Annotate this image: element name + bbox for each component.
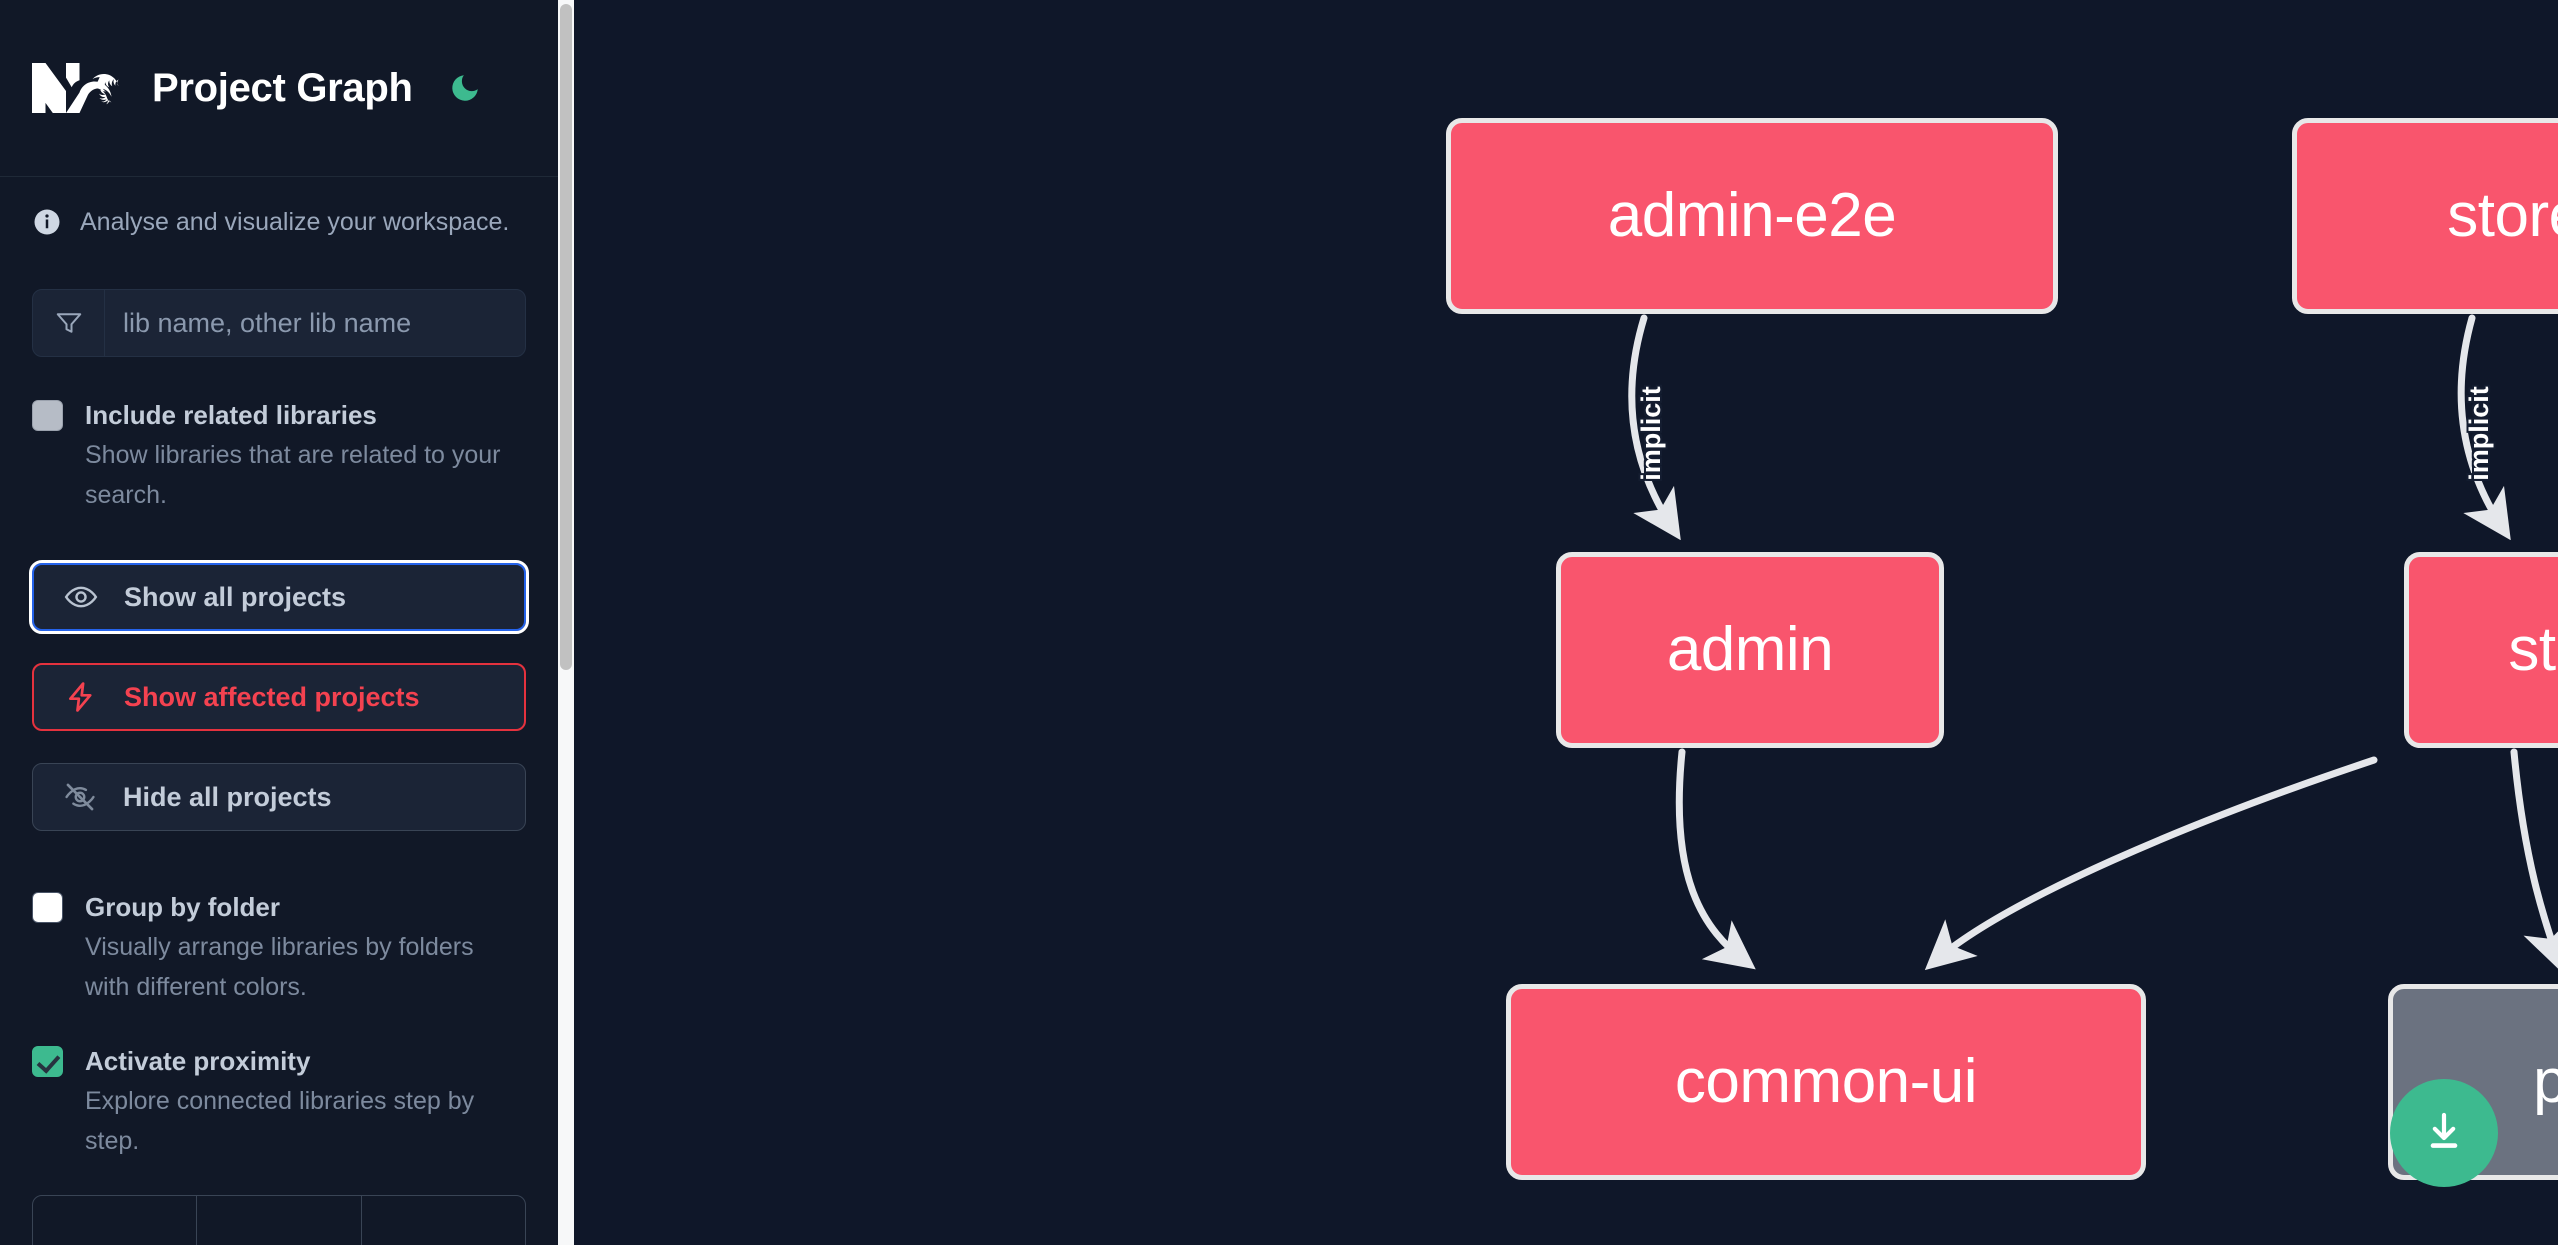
hide-all-projects-label: Hide all projects [123,781,332,812]
checkbox-group-by-folder[interactable]: Group by folder Visually arrange librari… [0,887,558,1007]
checkbox-activate-proximity[interactable]: Activate proximity Explore connected lib… [0,1041,558,1161]
stepper-increase[interactable] [362,1196,525,1245]
show-affected-projects-label: Show affected projects [124,681,420,712]
show-affected-projects-button[interactable]: Show affected projects [32,663,526,731]
graph-canvas[interactable]: implicit implicit admin-e2e store-e2e ad… [574,0,2558,1245]
checkbox-indicator[interactable] [32,1046,63,1077]
funnel-filter-icon [33,290,105,356]
edge-store-to-common-ui [1924,756,2378,971]
node-label: admin-e2e [1607,181,1897,250]
sidebar-scrollbar-thumb[interactable] [560,4,572,670]
node-label: admin [1666,615,1834,684]
sidebar-header: Project Graph [0,0,558,177]
eye-off-icon [61,778,99,816]
checkbox-indicator[interactable] [32,400,63,431]
graph-node-store[interactable]: store [2404,552,2558,748]
graph-node-admin[interactable]: admin [1556,552,1944,748]
checkbox-label: Activate proximity [85,1046,311,1076]
checkbox-description: Explore connected libraries step by step… [85,1087,475,1155]
lightning-bolt-icon [62,678,100,716]
sidebar-scrollbar[interactable] [558,0,574,1245]
sidebar: Project Graph Analyse and visualize yo [0,0,574,1245]
node-label: products [2533,1047,2558,1116]
filter-field[interactable] [32,289,526,357]
workspace-info: Analyse and visualize your workspace. [0,177,558,237]
show-all-projects-button[interactable]: Show all projects [29,560,529,634]
info-circle-icon [32,207,62,237]
nx-logo-icon [32,59,124,117]
sidebar-content: Project Graph Analyse and visualize yo [0,0,558,1245]
download-icon [2420,1108,2468,1159]
stepper-decrease[interactable] [33,1196,198,1245]
download-graph-button[interactable] [2390,1079,2498,1187]
checkbox-label: Include related libraries [85,400,377,430]
edge-label-implicit: implicit [2463,386,2494,481]
workspace-info-text: Analyse and visualize your workspace. [80,207,510,236]
checkbox-include-related-libraries[interactable]: Include related libraries Show libraries… [0,395,558,515]
edge-store-to-products [2510,748,2558,974]
node-label: common-ui [1674,1047,1978,1116]
node-label: store [2508,615,2558,684]
moon-icon[interactable] [445,68,485,108]
graph-edges [1628,314,2558,974]
page-title: Project Graph [152,65,413,110]
edge-admin-e2e-to-admin [1628,314,1681,541]
stepper-value [197,1196,362,1245]
search-input[interactable] [105,307,525,339]
edge-store-e2e-to-store [2457,314,2511,541]
proximity-stepper-control[interactable] [32,1195,526,1245]
graph-node-admin-e2e[interactable]: admin-e2e [1446,118,2058,314]
checkbox-indicator[interactable] [32,892,63,923]
eye-icon [62,578,100,616]
show-all-projects-label: Show all projects [124,581,347,612]
graph-node-store-e2e[interactable]: store-e2e [2292,118,2558,314]
edge-admin-to-common-ui [1675,748,1756,970]
hide-all-projects-button[interactable]: Hide all projects [32,763,526,831]
graph-node-common-ui[interactable]: common-ui [1506,984,2146,1180]
checkbox-description: Visually arrange libraries by folders wi… [85,933,474,1001]
checkbox-description: Show libraries that are related to your … [85,441,501,509]
edge-label-implicit: implicit [1635,386,1666,481]
checkbox-label: Group by folder [85,892,280,922]
node-label: store-e2e [2447,181,2558,250]
